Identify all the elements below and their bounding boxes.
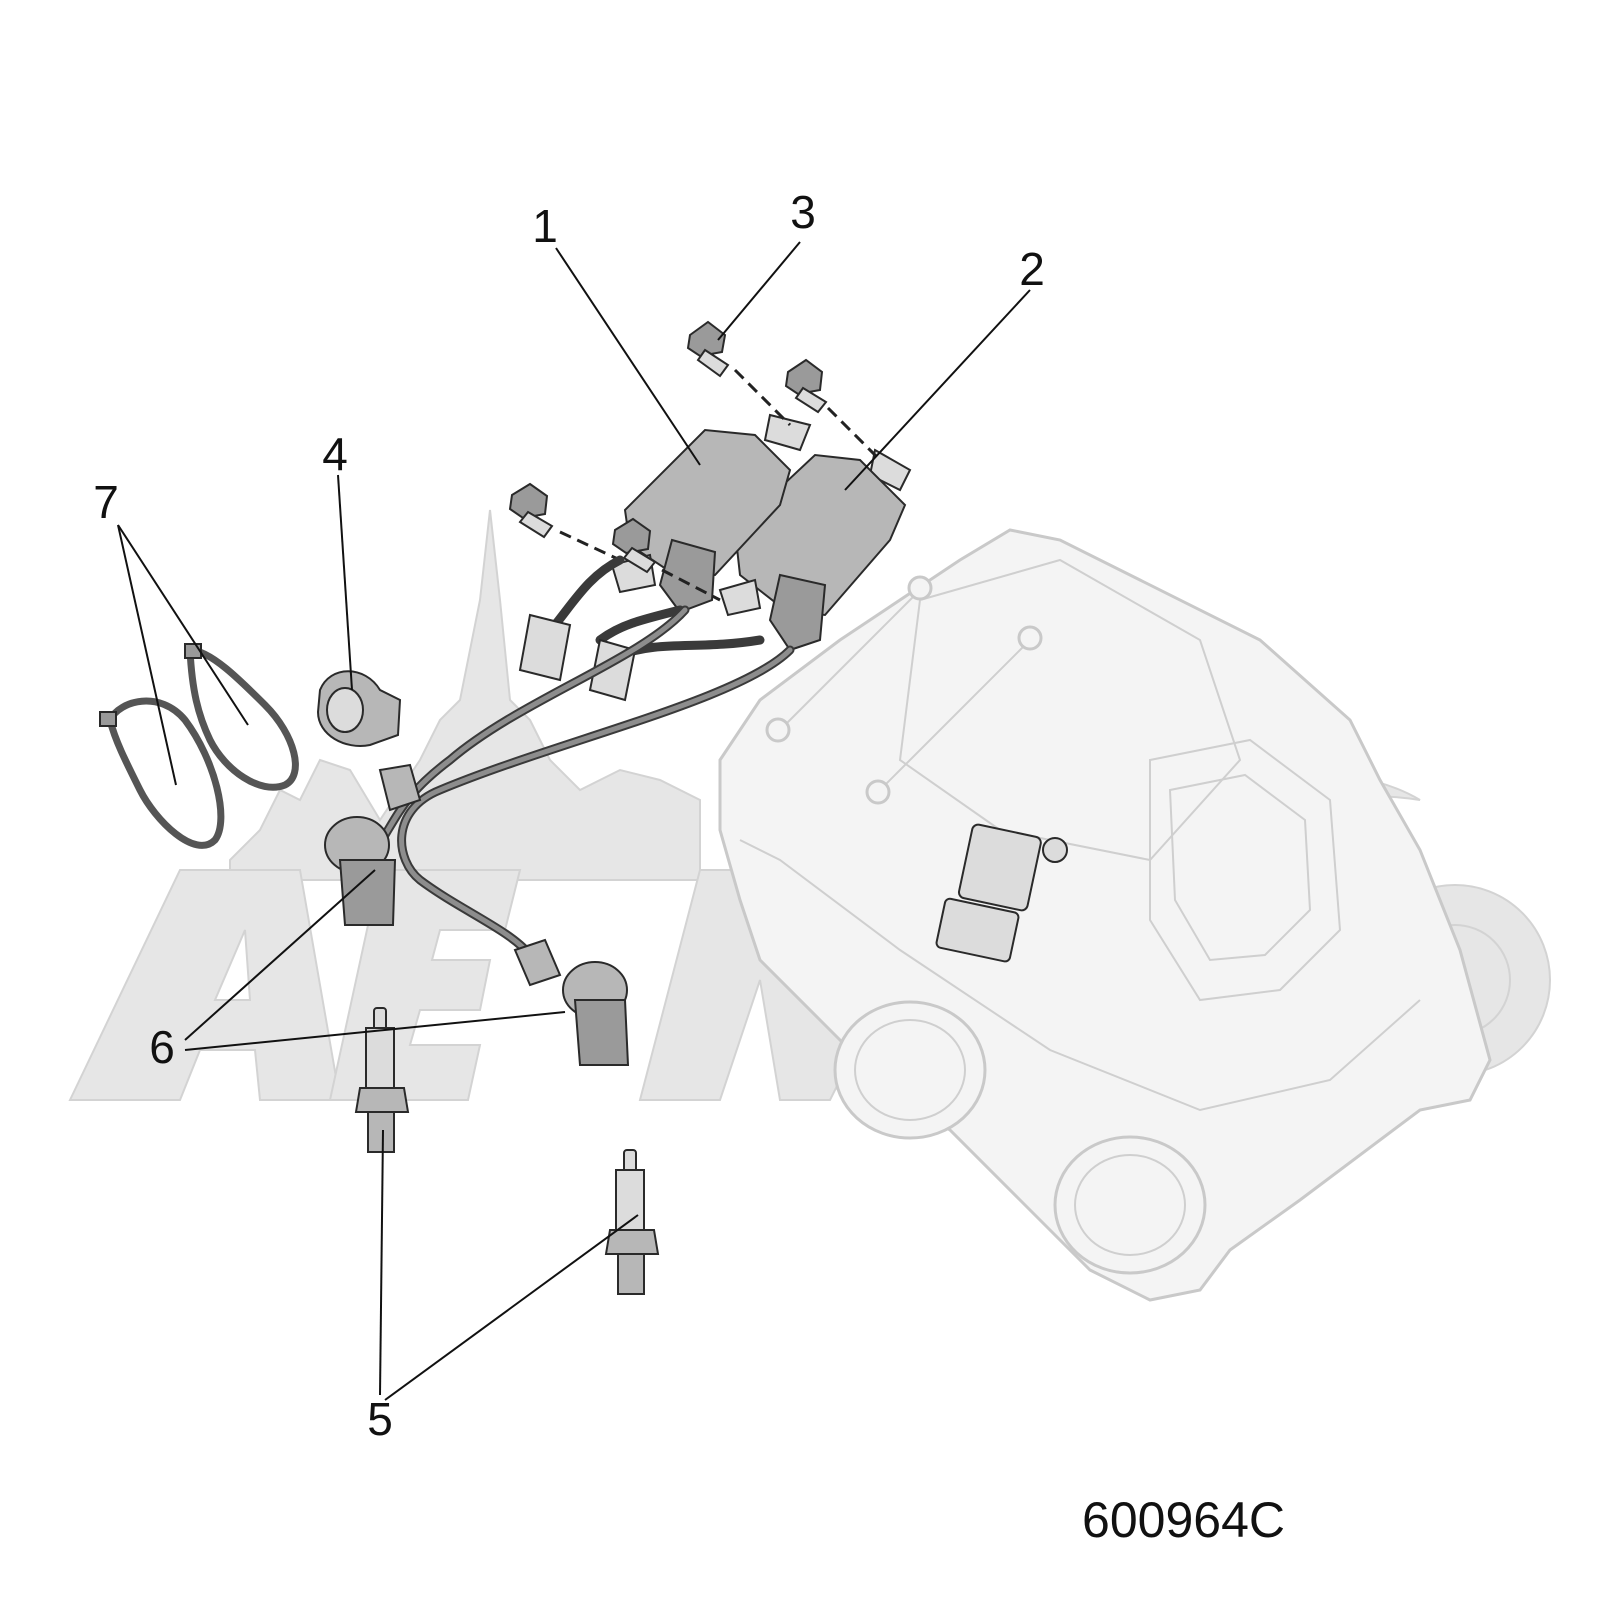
leader-3: [717, 241, 801, 341]
airbox-intake-opening: [1149, 738, 1342, 1002]
bolt-alignment-dash-4: [661, 568, 721, 602]
callout-3: 3: [790, 186, 816, 238]
spark-plug-wires: [324, 605, 795, 1066]
airbox-assembly: [718, 528, 1492, 1302]
airbox-rod-lower: [879, 639, 1031, 791]
bolt-alignment-dash-2: [826, 406, 882, 462]
airbox-inner-frame: [898, 558, 1242, 862]
callout-5: 5: [367, 1393, 393, 1445]
spark-plug-1-insulator: [365, 1027, 395, 1089]
spark-plug-2-hex: [604, 1229, 660, 1255]
map-sensor: [957, 823, 1042, 912]
spark-plug-2-tip: [623, 1149, 637, 1173]
spark-plug-2-thread: [617, 1253, 645, 1295]
leader-7b: [117, 524, 249, 726]
coil-bolts: [508, 320, 882, 602]
figure-id: 600964C: [1082, 1492, 1285, 1548]
watermark-letter-a: [68, 869, 342, 1101]
plug-boot-upper: [324, 763, 422, 926]
callout-7: 7: [93, 476, 119, 528]
bolt-left-lower: [611, 517, 657, 574]
cable-tie-left-head: [99, 711, 117, 727]
throttle-port-upper-inner: [854, 1019, 966, 1121]
spark-plug-1-hex: [354, 1087, 410, 1113]
bolt-alignment-dash-1: [733, 368, 792, 427]
leader-1: [555, 247, 701, 466]
airbox-mount-1: [907, 575, 933, 601]
boot-clip-hole: [326, 687, 364, 733]
airbox-mount-4: [865, 779, 891, 805]
plug-boot-lower: [513, 938, 630, 1066]
leader-4: [337, 474, 353, 691]
cable-ties: [99, 643, 299, 849]
boot-clip: [316, 670, 402, 747]
bolt-top-right: [784, 358, 828, 414]
airbox-mount-2: [1017, 625, 1043, 651]
leader-lines: [117, 241, 1031, 1401]
cable-tie-right-head: [184, 643, 202, 659]
watermark-skyline: [229, 509, 701, 881]
bolt-top-left: [686, 320, 730, 378]
airbox-intake-inner: [1168, 773, 1312, 962]
callout-1: 1: [532, 200, 558, 252]
airbox-mount-3: [765, 717, 791, 743]
spark-plug-1-tip: [373, 1007, 387, 1031]
callout-2: 2: [1019, 243, 1045, 295]
leader-2: [844, 289, 1031, 491]
airbox-rod-upper: [779, 589, 921, 731]
primary-wire-1: [550, 555, 625, 630]
coil-1-tower: [658, 538, 717, 614]
bolt-alignment-dash-3: [559, 530, 621, 562]
callout-4: 4: [322, 428, 348, 480]
callout-6: 6: [149, 1021, 175, 1073]
throttle-port-lower-inner: [1074, 1154, 1186, 1256]
leader-5b: [384, 1214, 639, 1401]
primary-wire-2: [595, 605, 685, 645]
spark-plug-1: [354, 1007, 410, 1153]
throttle-port-upper: [833, 1000, 987, 1140]
coil-2-tower: [768, 573, 827, 652]
map-sensor-connector: [935, 897, 1020, 963]
plug-wire-b-core: [399, 647, 793, 958]
leader-7a: [117, 524, 177, 786]
coil-2-lower-tab: [718, 578, 762, 617]
connector-left: [518, 613, 572, 682]
bolt-left-upper: [508, 482, 554, 539]
airbox-rim: [739, 839, 1421, 1112]
coil-1-bracket: [763, 413, 812, 452]
cable-tie-right: [186, 646, 299, 791]
callout-labels: 1 2 3 4 5 6 7: [93, 186, 1045, 1445]
spark-plug-2: [604, 1149, 660, 1295]
leader-5a: [379, 1129, 384, 1396]
spark-plug-1-thread: [367, 1111, 395, 1153]
leader-6a: [184, 869, 376, 1041]
plug-wire-a-core: [382, 607, 688, 838]
map-sensor-bolt: [1042, 837, 1068, 863]
leader-6b: [184, 1011, 566, 1051]
throttle-port-lower: [1053, 1135, 1207, 1275]
